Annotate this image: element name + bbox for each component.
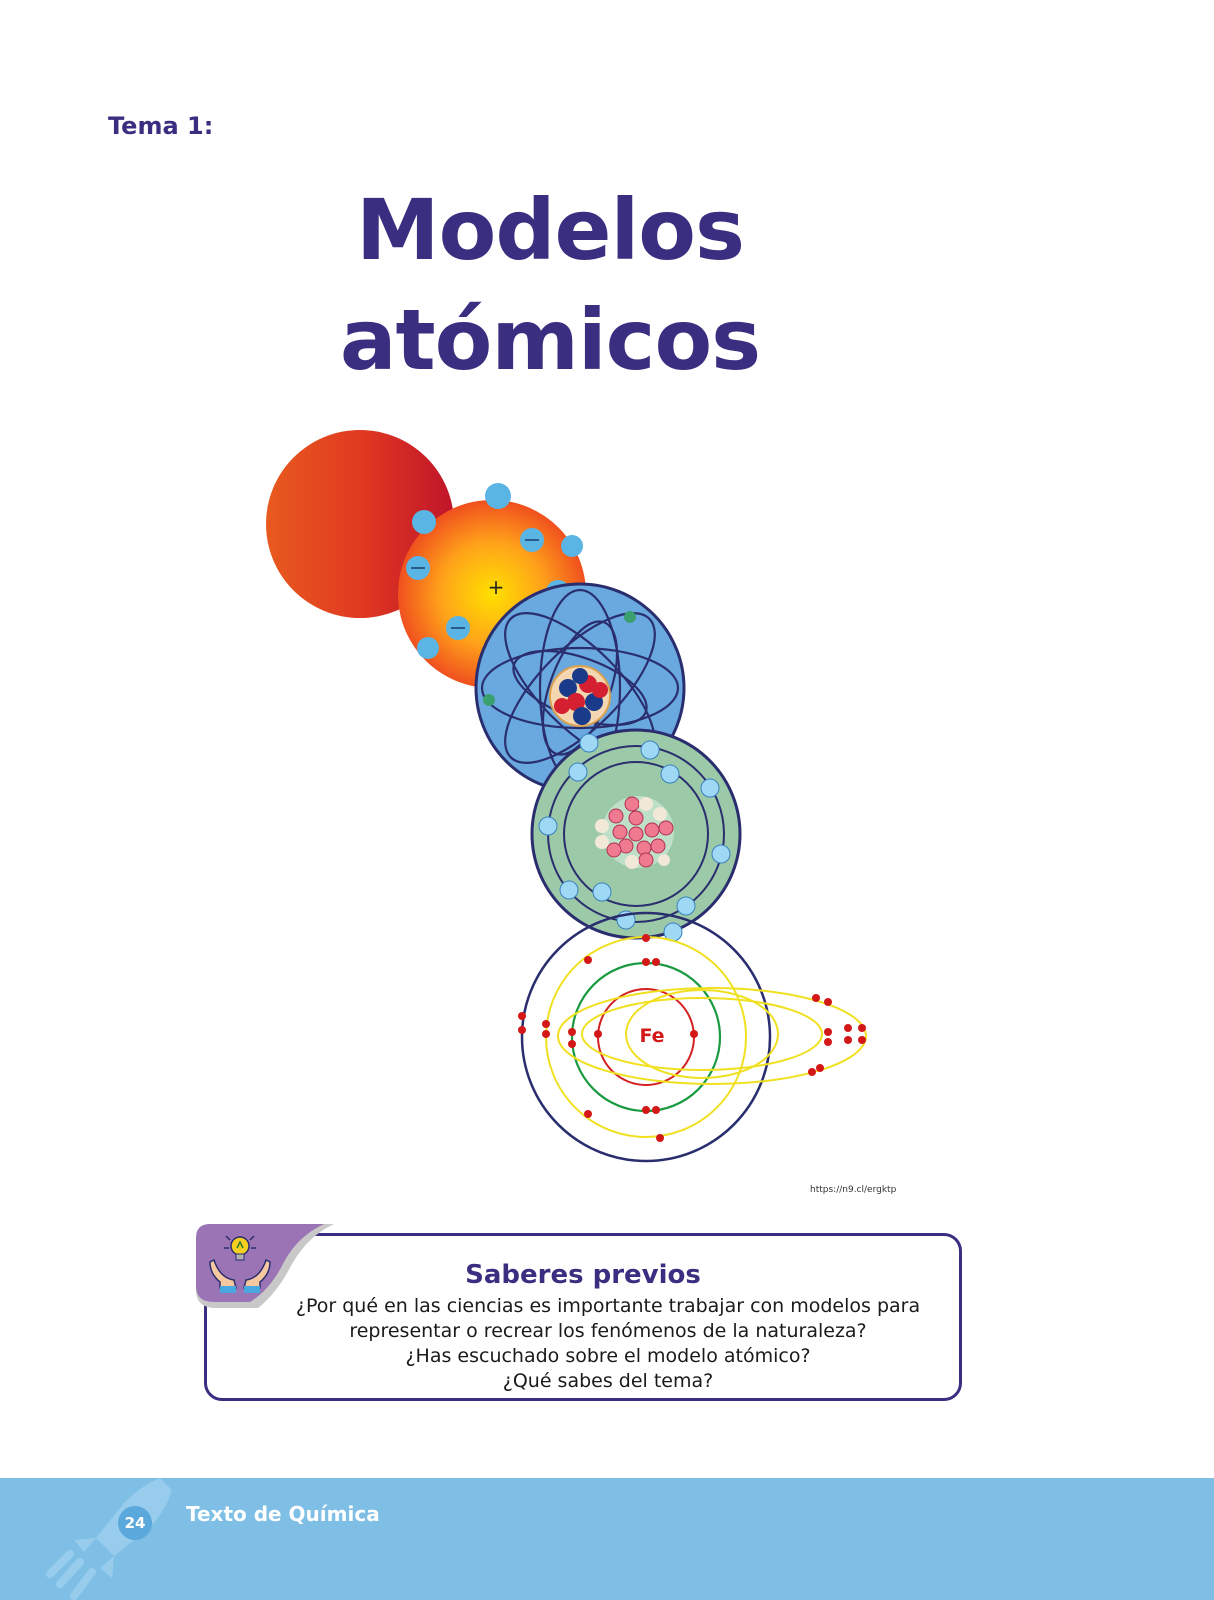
image-source-link[interactable]: https://n9.cl/ergktp (810, 1185, 897, 1195)
atomic-models-illustration: + (266, 430, 867, 1163)
book-title: Texto de Química (186, 1502, 380, 1526)
element-symbol: Fe (639, 1025, 664, 1047)
page-number: 24 (118, 1506, 152, 1540)
lightbulb-hands-icon (209, 1235, 271, 1293)
rocket-icon (46, 1478, 172, 1600)
page-footer (0, 1478, 1214, 1600)
page-title-line2: atómicos (339, 291, 761, 389)
question-line: ¿Por qué en las ciencias es importante t… (295, 1295, 921, 1317)
saberes-previos-questions: ¿Por qué en las ciencias es importante t… (277, 1294, 939, 1394)
sommerfeld-model: Fe (518, 911, 867, 1163)
topic-label: Tema 1: (108, 112, 214, 140)
page-title-line1: Modelos (356, 181, 745, 279)
question-line: ¿Has escuchado sobre el modelo atómico? (405, 1345, 811, 1367)
question-line: ¿Qué sabes del tema? (502, 1370, 714, 1392)
saberes-previos-box: Saberes previos ¿Por qué en las ciencias… (204, 1233, 962, 1401)
question-line: representar o recrear los fenómenos de l… (349, 1320, 867, 1342)
bohr-model (530, 728, 742, 942)
saberes-previos-title: Saberes previos (465, 1260, 701, 1290)
saberes-tab (196, 1224, 334, 1308)
svg-text:+: + (488, 575, 505, 599)
